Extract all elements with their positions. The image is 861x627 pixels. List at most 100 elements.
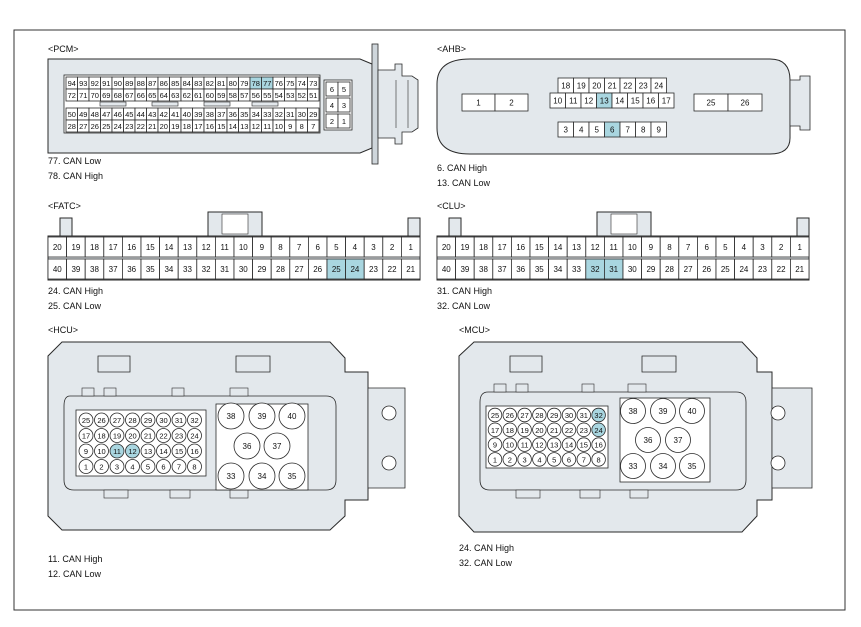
- hcu-pin-label: 2: [99, 463, 103, 472]
- clu-pin-label: 32: [591, 265, 600, 274]
- ahb-pin-label: 24: [654, 82, 663, 91]
- pcm-pin-label: 37: [217, 110, 225, 119]
- mcu-pin-20: 20: [532, 422, 547, 438]
- ahb-pin-label: 16: [646, 97, 655, 106]
- mcu-pin-27: 27: [517, 407, 532, 423]
- fatc-pin-4: 4: [345, 236, 365, 258]
- clu-pin-label: 26: [702, 265, 711, 274]
- clu-pin-label: 14: [553, 243, 562, 252]
- fatc-pin-label: 13: [183, 243, 192, 252]
- pcm-pin-label: 69: [102, 91, 110, 100]
- pcm-pin-label: 47: [102, 110, 110, 119]
- fatc-note-2: 25. CAN Low: [48, 301, 102, 311]
- hcu-pin-label: 16: [190, 447, 198, 456]
- pcm-pin-24: 24: [111, 119, 124, 133]
- pcm-flange: [371, 43, 379, 165]
- hcu-pin-label: 27: [113, 416, 121, 425]
- hcu-pin-15: 15: [171, 443, 187, 459]
- hcu-pin-26: 26: [94, 412, 109, 428]
- mcu-pin-label: 27: [520, 411, 528, 420]
- ahb-pin-label: 25: [707, 99, 716, 108]
- mcu-pin-11: 11: [517, 437, 532, 452]
- clu-note-1: 31. CAN High: [437, 286, 492, 296]
- pcm-pin-label: 7: [311, 122, 315, 131]
- pcm-pin-label: 76: [275, 79, 283, 88]
- mcu-pin-3: 3: [517, 452, 532, 467]
- hcu-pin-1: 1: [78, 459, 94, 474]
- pcm-pin-33: 33: [261, 107, 274, 121]
- pcm-pin-label: 42: [160, 110, 168, 119]
- clu-pin-label: 21: [795, 265, 804, 274]
- pcm-pin-label: 63: [171, 91, 179, 100]
- pcm-pin-90: 90: [111, 76, 124, 90]
- mcu-pin-label: 29: [550, 411, 558, 420]
- hcu-pin-11: 11: [109, 443, 125, 459]
- pcm-pin-35: 35: [238, 107, 251, 121]
- pcm-pin-label: 44: [137, 110, 145, 119]
- hcu-pin-label: 7: [177, 463, 181, 472]
- pcm-pin-48: 48: [88, 107, 101, 121]
- clu-pin-label: 7: [686, 243, 691, 252]
- pcm-pin-26: 26: [88, 119, 101, 133]
- fatc-pin-20: 20: [47, 236, 68, 258]
- fatc-pin-15: 15: [140, 236, 161, 258]
- mcu-pin-8: 8: [591, 452, 606, 467]
- pcm-pin-47: 47: [100, 107, 113, 121]
- pcm-pin-93: 93: [77, 76, 90, 90]
- pcm-title: <PCM>: [48, 44, 79, 54]
- mcu-note-1: 24. CAN High: [459, 543, 514, 553]
- clu-pin-29: 29: [641, 258, 661, 280]
- clu-pin-label: 22: [777, 265, 786, 274]
- mcu-pin-19: 19: [517, 422, 532, 438]
- pcm-pin-75: 75: [284, 76, 297, 90]
- hcu-pin-label: 33: [227, 472, 236, 481]
- pcm-pin-29: 29: [307, 107, 320, 121]
- fatc-pin-label: 28: [276, 265, 285, 274]
- fatc-pin-label: 9: [260, 243, 265, 252]
- pcm-pin-label: 15: [217, 122, 225, 131]
- ahb-note-2: 13. CAN Low: [437, 178, 491, 188]
- pcm-pin-label: 61: [194, 91, 202, 100]
- clu-pin-label: 15: [535, 243, 544, 252]
- pcm-pin-label: 88: [137, 79, 145, 88]
- hcu-pin-4: 4: [125, 459, 140, 474]
- pcm-pin-88: 88: [134, 76, 147, 90]
- pcm-pin-71: 71: [77, 88, 90, 102]
- ahb-pin-label: 20: [592, 82, 601, 91]
- pcm-pin-10: 10: [272, 119, 285, 133]
- clu-pin-label: 25: [721, 265, 730, 274]
- pcm-pin-label: 34: [252, 110, 260, 119]
- fatc-pin-10: 10: [233, 236, 254, 258]
- mcu-pin-33: 33: [620, 453, 646, 479]
- fatc-pin-7: 7: [289, 236, 309, 258]
- clu-pin-32: 32: [585, 258, 605, 280]
- hcu-pin-label: 6: [161, 463, 165, 472]
- ahb-pin-label: 8: [641, 126, 646, 135]
- pcm-pin-label: 33: [263, 110, 271, 119]
- pcm-pin-23: 23: [123, 119, 136, 133]
- mcu-pin-16: 16: [591, 437, 606, 452]
- pcm-pin-45: 45: [123, 107, 136, 121]
- fatc-pin-label: 31: [220, 265, 229, 274]
- pcm-pin-label: 80: [229, 79, 237, 88]
- mcu-pin-label: 6: [567, 455, 571, 464]
- pcm-pin-50: 50: [65, 107, 78, 121]
- pcm-pin-37: 37: [215, 107, 228, 121]
- ahb-pin-21: 21: [604, 77, 621, 94]
- fatc-pin-8: 8: [270, 236, 291, 258]
- ahb-pin-26: 26: [727, 93, 763, 112]
- pcm-pin-28: 28: [65, 119, 78, 133]
- pcm-pin-19: 19: [169, 119, 182, 133]
- mcu-pin-label: 19: [520, 426, 528, 435]
- hcu-pin-label: 14: [159, 447, 167, 456]
- fatc-pin-37: 37: [103, 258, 123, 280]
- hcu-pin-35: 35: [278, 462, 306, 490]
- hcu-pin-10: 10: [94, 443, 109, 459]
- mcu-pin-label: 13: [550, 441, 558, 450]
- mcu-note-2: 32. CAN Low: [459, 558, 513, 568]
- fatc-pin-label: 34: [164, 265, 173, 274]
- pcm-pin-38: 38: [203, 107, 216, 121]
- clu-pin-38: 38: [473, 258, 494, 280]
- hcu-pin-label: 37: [273, 442, 282, 451]
- pcm-pin-8: 8: [295, 119, 308, 133]
